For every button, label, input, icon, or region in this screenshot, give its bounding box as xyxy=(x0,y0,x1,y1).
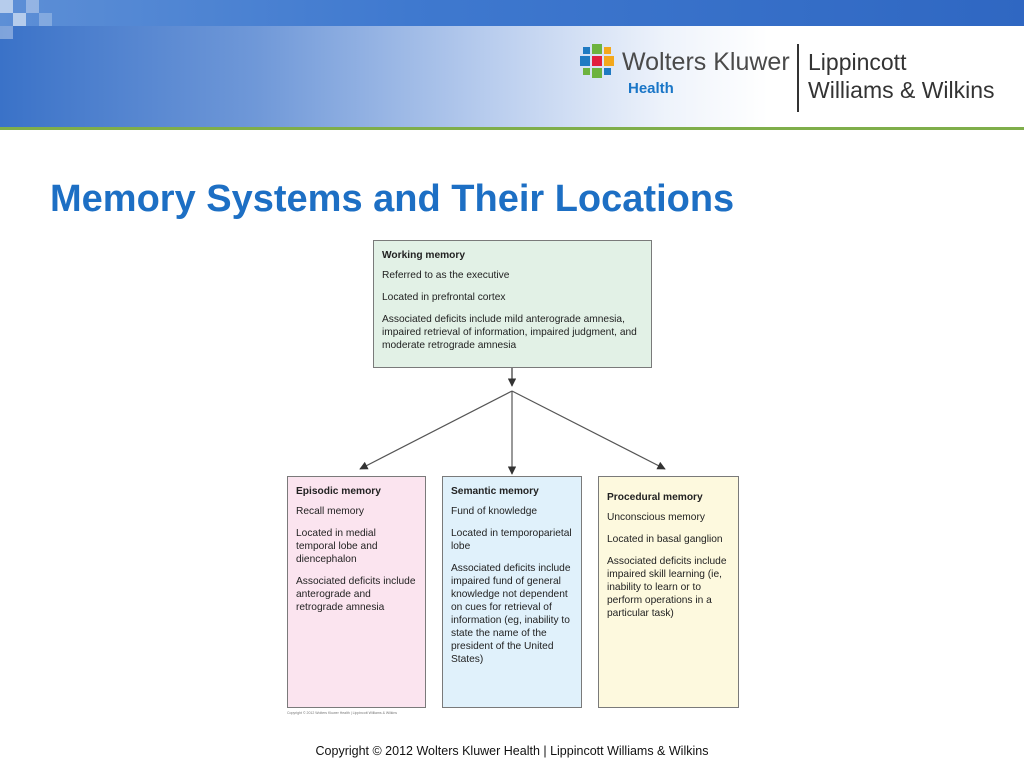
slide-copyright: Copyright © 2012 Wolters Kluwer Health |… xyxy=(315,744,709,758)
box-heading: Procedural memory xyxy=(607,492,703,503)
box-line: Recall memory xyxy=(296,506,364,517)
publisher-logo: Wolters Kluwer Health Lippincott William… xyxy=(580,44,1020,114)
publisher-line-2: Williams & Wilkins xyxy=(808,77,995,103)
publisher-name: Lippincott Williams & Wilkins xyxy=(808,48,995,104)
box-line: Located in temporoparietal lobe xyxy=(451,528,572,552)
box-line: Located in medial temporal lobe and dien… xyxy=(296,528,378,565)
slide-title: Memory Systems and Their Locations xyxy=(50,178,735,220)
box-heading: Semantic memory xyxy=(451,486,539,497)
box-line: Fund of knowledge xyxy=(451,506,538,517)
header-band: Wolters Kluwer Health Lippincott William… xyxy=(0,0,1024,128)
arrow-to-episodic xyxy=(359,390,513,470)
box-line: Associated deficits include impaired ski… xyxy=(607,556,727,619)
decorative-square xyxy=(13,13,26,26)
box-heading: Episodic memory xyxy=(296,486,381,497)
decorative-square xyxy=(0,26,13,39)
box-heading: Working memory xyxy=(382,250,466,261)
header-top-stripe xyxy=(0,0,1024,26)
logo-divider xyxy=(797,44,799,112)
box-line: Associated deficits include impaired fun… xyxy=(451,563,571,665)
decorative-square xyxy=(39,13,52,26)
brand-sub: Health xyxy=(628,80,674,97)
figure-fine-print: Copyright © 2012 Wolters Kluwer Health |… xyxy=(287,711,398,715)
box-line: Unconscious memory xyxy=(607,512,705,523)
box-line: Associated deficits include anterograde … xyxy=(296,576,416,613)
working-memory-box: Working memory Referred to as the execut… xyxy=(373,240,652,368)
wolters-kluwer-logo-icon xyxy=(580,44,614,78)
procedural-memory-box: Procedural memory Unconscious memory Loc… xyxy=(598,476,739,708)
decorative-square xyxy=(0,0,13,13)
brand-name: Wolters Kluwer xyxy=(622,48,790,76)
box-line: Associated deficits include mild anterog… xyxy=(382,314,637,351)
publisher-line-1: Lippincott xyxy=(808,49,907,75)
episodic-memory-box: Episodic memory Recall memory Located in… xyxy=(287,476,426,708)
box-line: Located in prefrontal cortex xyxy=(382,292,506,303)
decorative-square xyxy=(26,0,39,13)
header-divider xyxy=(0,127,1024,130)
box-line: Located in basal ganglion xyxy=(607,534,723,545)
semantic-memory-box: Semantic memory Fund of knowledge Locate… xyxy=(442,476,582,708)
arrow-to-procedural xyxy=(511,390,666,470)
box-line: Referred to as the executive xyxy=(382,270,510,281)
